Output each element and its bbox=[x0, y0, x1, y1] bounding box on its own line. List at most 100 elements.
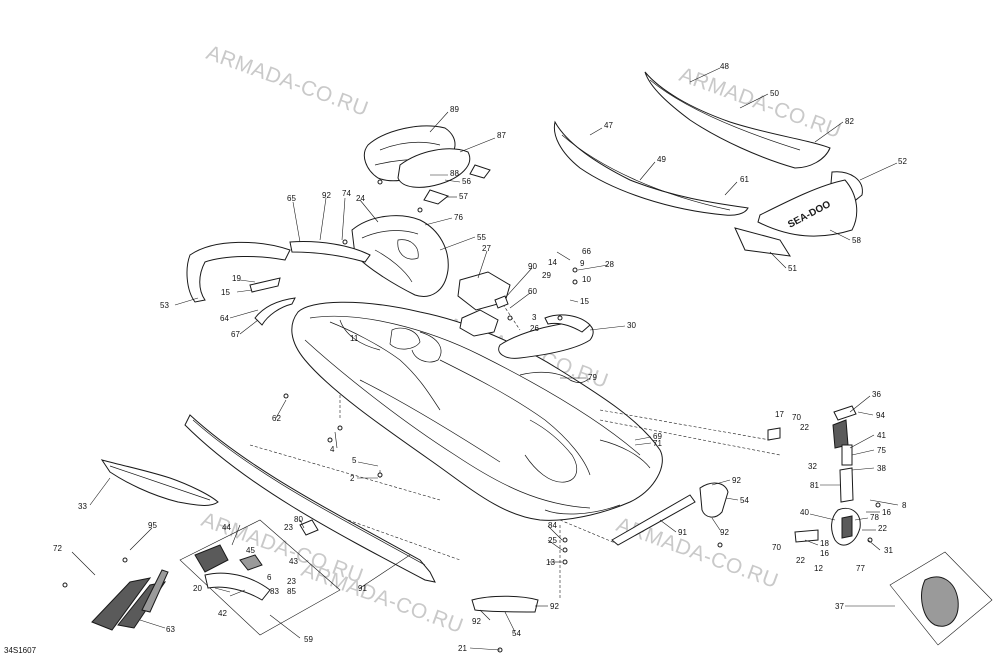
callout-label: 31 bbox=[884, 546, 893, 555]
callout-label: 91 bbox=[358, 584, 367, 593]
callout-label: 22 bbox=[800, 423, 809, 432]
callout-label: 22 bbox=[878, 524, 887, 533]
short-rub-rail bbox=[611, 494, 696, 546]
callout-label: 65 bbox=[287, 194, 296, 203]
callout-label: 3 bbox=[532, 313, 537, 322]
side-bumper bbox=[699, 482, 729, 518]
callout-label: 49 bbox=[657, 155, 666, 164]
callout-label: 40 bbox=[800, 508, 809, 517]
callout-label: 22 bbox=[796, 556, 805, 565]
callout-label: 63 bbox=[166, 625, 175, 634]
callout-label: 53 bbox=[160, 301, 169, 310]
callout-label: 87 bbox=[497, 131, 506, 140]
callout-label: 82 bbox=[845, 117, 854, 126]
callout-label: 44 bbox=[222, 523, 231, 532]
callout-label: 16 bbox=[882, 508, 891, 517]
callout-label: 21 bbox=[458, 644, 467, 653]
callout-label: 92 bbox=[720, 528, 729, 537]
drawing-code: 34S1607 bbox=[4, 646, 37, 655]
callout-label: 66 bbox=[582, 247, 591, 256]
callout-label: 14 bbox=[548, 258, 557, 267]
callout-label: 32 bbox=[808, 462, 817, 471]
callout-label: 67 bbox=[231, 330, 240, 339]
callout-label: 43 bbox=[289, 557, 298, 566]
callout-label: 88 bbox=[450, 169, 459, 178]
callout-label: 12 bbox=[814, 564, 823, 573]
callout-label: 54 bbox=[740, 496, 749, 505]
watermark: ARMADA-CO.RU bbox=[203, 41, 371, 121]
callout-label: 6 bbox=[267, 573, 272, 582]
callout-label: 81 bbox=[810, 481, 819, 490]
callout-label: 77 bbox=[856, 564, 865, 573]
callout-label: 92 bbox=[322, 191, 331, 200]
callout-label: 74 bbox=[342, 189, 351, 198]
footrest-pads bbox=[91, 569, 169, 631]
callout-label: 70 bbox=[792, 413, 801, 422]
callout-label: 90 bbox=[528, 262, 537, 271]
cable bbox=[519, 371, 591, 383]
callout-label: 92 bbox=[550, 602, 559, 611]
callout-label: 50 bbox=[770, 89, 779, 98]
callout-label: 54 bbox=[512, 629, 521, 638]
callout-label: 79 bbox=[588, 373, 597, 382]
callout-label: 52 bbox=[898, 157, 907, 166]
callout-label: 83 bbox=[270, 587, 279, 596]
callout-label: 62 bbox=[272, 414, 281, 423]
callout-label: 55 bbox=[477, 233, 486, 242]
callout-label: 30 bbox=[627, 321, 636, 330]
callout-label: 42 bbox=[218, 609, 227, 618]
callout-label: 58 bbox=[852, 236, 861, 245]
callout-label: 92 bbox=[472, 617, 481, 626]
callout-label: 41 bbox=[877, 431, 886, 440]
callout-label: 23 bbox=[287, 577, 296, 586]
callout-label: 45 bbox=[246, 546, 255, 555]
callout-label: 15 bbox=[221, 288, 230, 297]
callout-labels: 48 50 82 47 49 61 52 58 51 89 87 88 56 5… bbox=[53, 62, 907, 653]
rear-grip bbox=[498, 314, 594, 359]
callout-label: 76 bbox=[454, 213, 463, 222]
callout-label: 47 bbox=[604, 121, 613, 130]
console-parts bbox=[351, 125, 491, 297]
alignment-lines bbox=[249, 299, 781, 600]
callout-label: 89 bbox=[450, 105, 459, 114]
hull-deck bbox=[291, 301, 663, 521]
callout-label: 28 bbox=[605, 260, 614, 269]
callout-label: 95 bbox=[148, 521, 157, 530]
callout-label: 13 bbox=[546, 558, 555, 567]
callout-label: 15 bbox=[580, 297, 589, 306]
callout-label: 72 bbox=[53, 544, 62, 553]
callout-label: 71 bbox=[653, 439, 662, 448]
callout-label: 16 bbox=[820, 549, 829, 558]
callout-label: 80 bbox=[294, 515, 303, 524]
steering-parts bbox=[767, 405, 861, 546]
callout-label: 36 bbox=[872, 390, 881, 399]
callout-label: 17 bbox=[775, 410, 784, 419]
callout-label: 24 bbox=[356, 194, 365, 203]
callout-label: 84 bbox=[548, 521, 557, 530]
callout-label: 70 bbox=[772, 543, 781, 552]
front-side-panel bbox=[100, 459, 219, 506]
callout-label: 85 bbox=[287, 587, 296, 596]
callout-label: 37 bbox=[835, 602, 844, 611]
callout-label: 78 bbox=[870, 513, 879, 522]
watermark: ARMADA-CO.RU bbox=[298, 558, 466, 638]
callout-label: 19 bbox=[232, 274, 241, 283]
callout-label: 20 bbox=[193, 584, 202, 593]
callout-label: 2 bbox=[350, 474, 355, 483]
callout-label: 8 bbox=[902, 501, 907, 510]
bottom-tray bbox=[179, 519, 341, 636]
callout-label: 9 bbox=[580, 259, 585, 268]
callout-label: 23 bbox=[284, 523, 293, 532]
left-side-panels bbox=[186, 241, 371, 326]
callout-label: 25 bbox=[548, 536, 557, 545]
callout-label: 94 bbox=[876, 411, 885, 420]
callout-label: 91 bbox=[678, 528, 687, 537]
engine-inset bbox=[889, 551, 993, 646]
rear-bumper bbox=[471, 595, 539, 613]
callout-label: 5 bbox=[352, 456, 357, 465]
callout-label: 60 bbox=[528, 287, 537, 296]
callout-label: 64 bbox=[220, 314, 229, 323]
callout-label: 51 bbox=[788, 264, 797, 273]
callout-label: 11 bbox=[350, 334, 359, 343]
